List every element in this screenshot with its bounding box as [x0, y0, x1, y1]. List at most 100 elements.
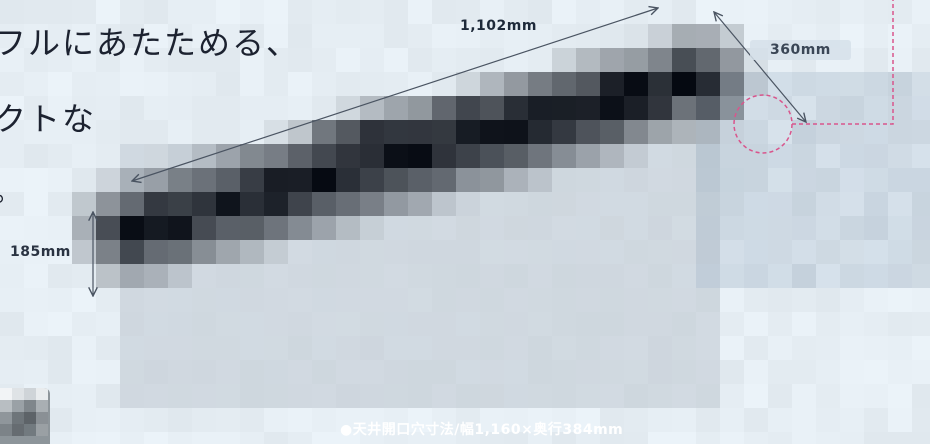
- mosaic-tile: [720, 168, 744, 192]
- mosaic-tile: [432, 24, 456, 48]
- mosaic-tile: [624, 288, 648, 312]
- mosaic-tile: [336, 24, 360, 48]
- mosaic-tile: [864, 360, 888, 384]
- mosaic-tile: [216, 96, 240, 120]
- mosaic-tile: [912, 96, 930, 120]
- mosaic-tile: [816, 120, 840, 144]
- mosaic-tile: [96, 312, 120, 336]
- mosaic-tile: [72, 360, 96, 384]
- mosaic-tile: [384, 264, 408, 288]
- mosaic-tile: [816, 336, 840, 360]
- mosaic-tile: [360, 312, 384, 336]
- mosaic-tile: [168, 72, 192, 96]
- mosaic-tile: [360, 408, 384, 432]
- mosaic-tile: [456, 432, 480, 444]
- mosaic-tile: [864, 240, 888, 264]
- mosaic-tile: [576, 384, 600, 408]
- mosaic-tile: [648, 384, 672, 408]
- mosaic-tile: [336, 72, 360, 96]
- mosaic-tile: [240, 120, 264, 144]
- mosaic-tile: [144, 240, 168, 264]
- mosaic-tile: [0, 360, 24, 384]
- mosaic-tile: [192, 96, 216, 120]
- mosaic-tile: [696, 360, 720, 384]
- mosaic-tile: [288, 384, 312, 408]
- mosaic-tile: [384, 240, 408, 264]
- mosaic-tile: [720, 408, 744, 432]
- mosaic-tile: [24, 240, 48, 264]
- mosaic-tile: [504, 216, 528, 240]
- mosaic-tile: [432, 312, 456, 336]
- mosaic-tile: [72, 264, 96, 288]
- mosaic-tile: [72, 288, 96, 312]
- mosaic-tile: [696, 384, 720, 408]
- mosaic-tile: [0, 240, 24, 264]
- mosaic-tile: [48, 168, 72, 192]
- mosaic-tile: [648, 144, 672, 168]
- mosaic-tile: [192, 72, 216, 96]
- mosaic-tile: [888, 240, 912, 264]
- mosaic-tile: [0, 144, 24, 168]
- mosaic-tile: [696, 216, 720, 240]
- mosaic-tile: [504, 312, 528, 336]
- mosaic-tile: [600, 264, 624, 288]
- mosaic-tile: [672, 264, 696, 288]
- mosaic-tile: [744, 312, 768, 336]
- mosaic-tile: [768, 72, 792, 96]
- mosaic-tile: [216, 144, 240, 168]
- mosaic-tile: [216, 264, 240, 288]
- mosaic-tile: [864, 144, 888, 168]
- mosaic-tile: [792, 120, 816, 144]
- mosaic-tile: [528, 360, 552, 384]
- mosaic-tile: [648, 312, 672, 336]
- mosaic-tile: [432, 264, 456, 288]
- mosaic-tile: [96, 216, 120, 240]
- mosaic-tile: [576, 240, 600, 264]
- mosaic-tile: [96, 240, 120, 264]
- mosaic-tile: [480, 192, 504, 216]
- mosaic-tile: [432, 168, 456, 192]
- mosaic-tile: [120, 144, 144, 168]
- mosaic-tile: [192, 408, 216, 432]
- mosaic-tile: [192, 432, 216, 444]
- mosaic-tile: [552, 312, 576, 336]
- mosaic-tile: [72, 336, 96, 360]
- mosaic-tile: [384, 48, 408, 72]
- mosaic-tile: [672, 144, 696, 168]
- mosaic-tile: [216, 336, 240, 360]
- mosaic-tile: [336, 0, 360, 24]
- mosaic-tile: [744, 216, 768, 240]
- mosaic-tile: [72, 24, 96, 48]
- mosaic-tile: [48, 240, 72, 264]
- mosaic-tile: [720, 336, 744, 360]
- mosaic-tile: [120, 312, 144, 336]
- mosaic-tile: [576, 0, 600, 24]
- mosaic-tile: [696, 240, 720, 264]
- mosaic-tile: [480, 432, 504, 444]
- mosaic-tile: [384, 384, 408, 408]
- mosaic-tile: [0, 48, 24, 72]
- mosaic-tile: [24, 168, 48, 192]
- mosaic-tile: [504, 384, 528, 408]
- mosaic-tile: [744, 168, 768, 192]
- mosaic-tile: [312, 240, 336, 264]
- mosaic-tile: [528, 384, 552, 408]
- mosaic-tile: [480, 48, 504, 72]
- mosaic-tile: [48, 288, 72, 312]
- mosaic-tile: [528, 48, 552, 72]
- mosaic-tile: [816, 264, 840, 288]
- mosaic-tile: [0, 168, 24, 192]
- mosaic-tile: [240, 312, 264, 336]
- mosaic-tile: [552, 144, 576, 168]
- mosaic-tile: [48, 336, 72, 360]
- mosaic-tile: [168, 432, 192, 444]
- mosaic-tile: [840, 192, 864, 216]
- mosaic-tile: [816, 240, 840, 264]
- mosaic-tile: [96, 288, 120, 312]
- mosaic-tile: [96, 120, 120, 144]
- mosaic-tile: [168, 216, 192, 240]
- mosaic-tile: [864, 72, 888, 96]
- mosaic-tile: [432, 216, 456, 240]
- mosaic-tile: [72, 384, 96, 408]
- mosaic-tile: [888, 120, 912, 144]
